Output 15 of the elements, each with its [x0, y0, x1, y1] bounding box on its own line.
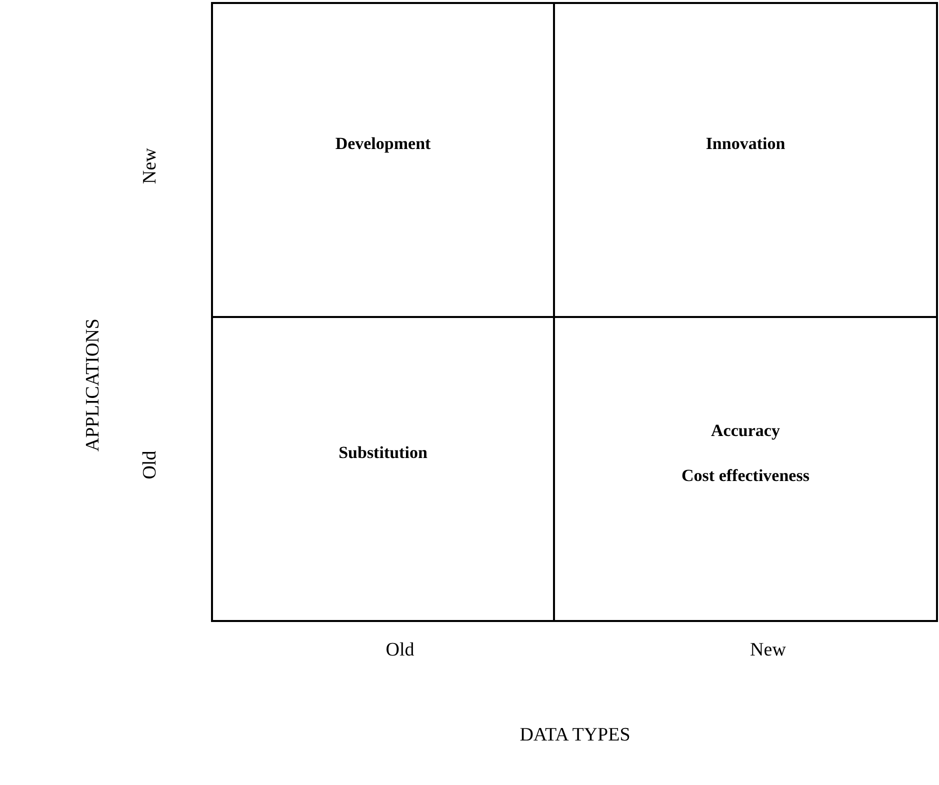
cell-text: Accuracy — [711, 420, 780, 441]
quadrant-cell — [211, 316, 555, 622]
quadrant-cell — [211, 2, 555, 318]
axis-title: APPLICATIONS — [84, 318, 102, 452]
cell-text: Cost effectiveness — [682, 465, 810, 486]
quadrant-cell — [553, 316, 938, 622]
cell-text: Development — [335, 133, 431, 155]
axis-title: DATA TYPES — [520, 726, 630, 744]
axis-category: Old — [140, 450, 160, 480]
axis-category: New — [750, 640, 786, 660]
axis-category: New — [140, 148, 160, 184]
quadrant-cell — [553, 2, 938, 318]
cell-text: Substitution — [338, 442, 428, 464]
axis-category: Old — [386, 640, 414, 660]
cell-text: Innovation — [706, 133, 786, 155]
